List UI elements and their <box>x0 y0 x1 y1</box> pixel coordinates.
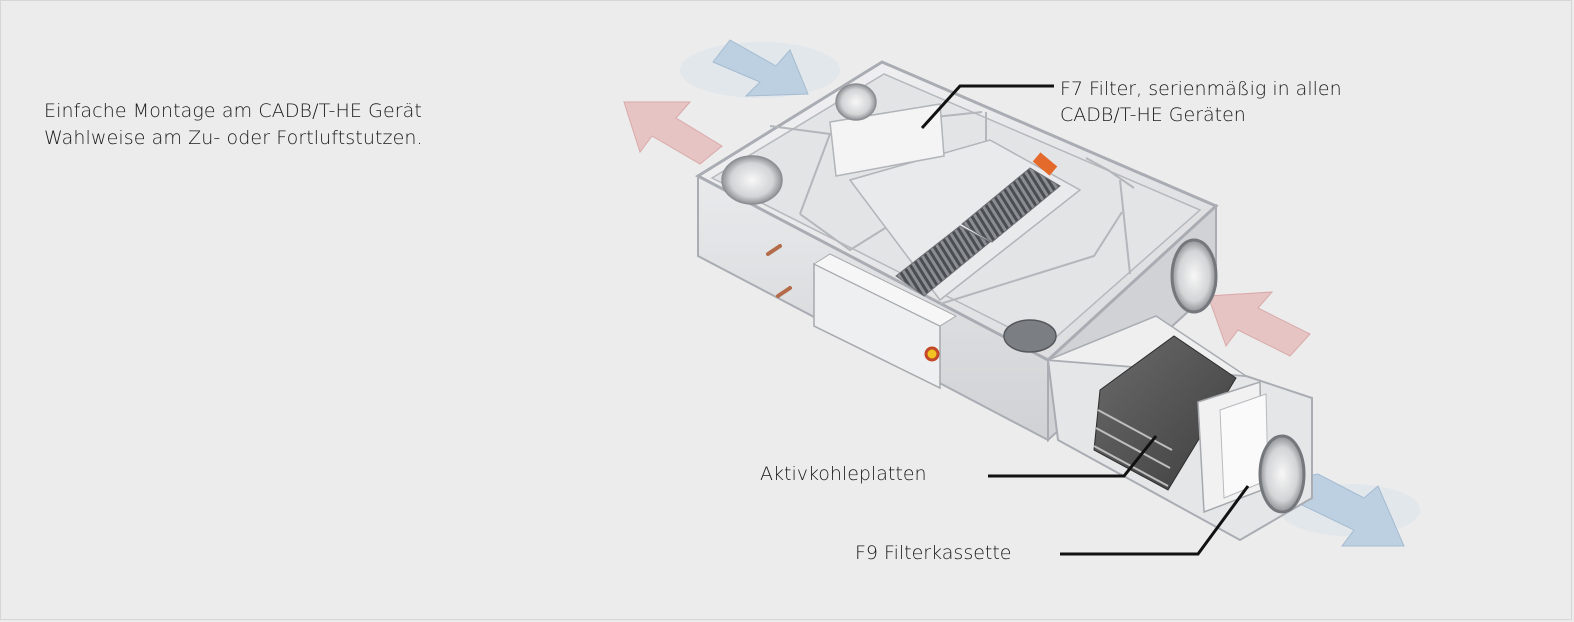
mounting-line-1: Einfache Montage am CADB/T-HE Gerät <box>44 100 422 122</box>
leader-lines <box>920 84 1250 556</box>
duct-port-bottom-right <box>1258 434 1306 514</box>
heat-exchanger <box>848 139 1082 302</box>
callout-f7-filter: F7 Filter, serienmäßig in allen CADB/T-H… <box>1060 76 1342 128</box>
extract-air-arrow-right <box>1207 291 1311 357</box>
pipe-stubs <box>766 244 792 298</box>
callout-f9-cassette: F9 Filterkassette <box>855 542 1012 564</box>
callout-activated-carbon: Aktivkohleplatten <box>760 463 927 485</box>
f9-filter-cassette <box>1197 380 1269 514</box>
supply-air-arrow-top <box>712 39 809 97</box>
exhaust-air-arrow-top-left <box>623 101 723 165</box>
supply-air-arrow-bottom-right <box>1295 473 1405 547</box>
callout-f7-line-2: CADB/T-HE Geräten <box>1060 104 1246 126</box>
leader-f9-cassette <box>1060 485 1250 556</box>
control-box <box>812 253 958 390</box>
leader-f7-filter <box>920 84 1054 130</box>
mounting-description: Einfache Montage am CADB/T-HE Gerät Wahl… <box>44 98 423 152</box>
callout-f7-line-1: F7 Filter, serienmäßig in allen <box>1060 78 1342 100</box>
leader-activated-carbon <box>988 435 1158 478</box>
mounting-line-2: Wahlweise am Zu- oder Fortluftstutzen. <box>44 127 423 149</box>
f7-filter <box>829 103 945 177</box>
duct-port-right <box>1170 238 1218 314</box>
internal-fans <box>721 83 1057 353</box>
